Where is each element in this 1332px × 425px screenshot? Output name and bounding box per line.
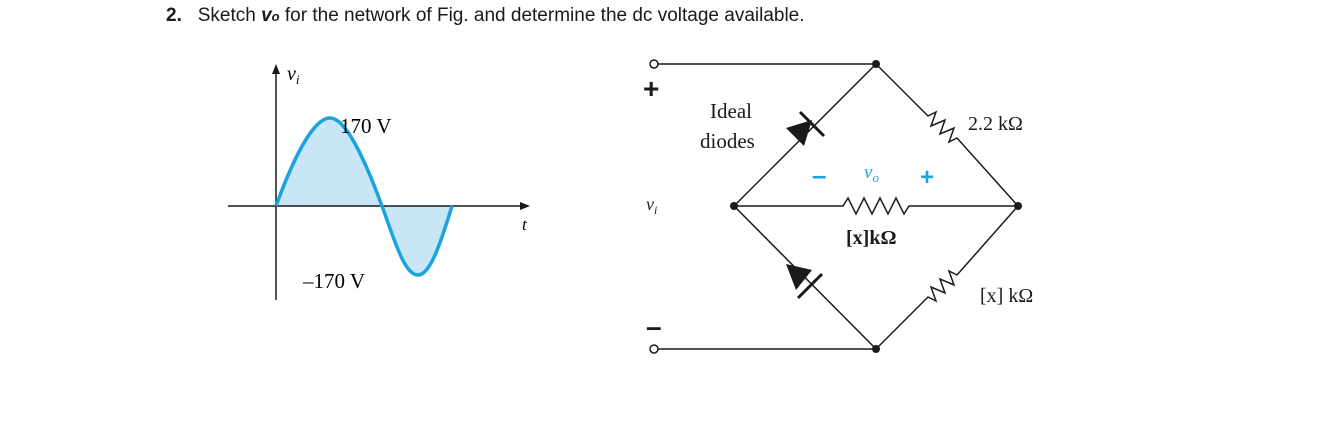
question-text: 2. Sketch vo for the network of Fig. and… [166,5,805,27]
resistor-bottom [875,205,1019,350]
input-voltage-label: vi [646,194,657,217]
question-variable-sub: o [271,9,280,24]
resistor-top [875,63,1019,207]
y-axis-arrow [272,64,280,74]
input-plus-sign: + [643,73,659,104]
x-axis-arrow [520,202,530,210]
peak-label: 170 V [340,114,392,138]
node-left [730,202,738,210]
node-right [1014,202,1022,210]
vo-minus-sign: – [812,160,826,190]
resistor-load [734,196,1018,216]
waveform-negative-fill [382,206,452,275]
input-terminal-top [649,59,659,69]
waveform-positive-fill [276,118,382,206]
resistor-top-label: 2.2 kΩ [968,113,1023,135]
resistor-bottom-label: [x] kΩ [980,285,1033,307]
waveform-curve [274,116,454,277]
trough-label: –170 V [302,269,365,293]
node-top [872,60,880,68]
bridge-circuit [649,59,1019,354]
vo-label: vo [864,162,879,185]
x-axis-label: t [522,215,528,234]
question-number: 2. [166,5,182,26]
input-minus-sign: – [646,311,662,342]
node-bottom [872,345,880,353]
diodes-label-line1: Ideal [710,99,752,123]
vo-plus-sign: + [920,164,934,191]
waveform-graph: vi t 170 V –170 V [228,63,530,300]
diode-top [786,110,826,146]
y-axis-label: vi [287,63,300,87]
diode-bottom [786,264,824,300]
resistor-load-label: [x]kΩ [846,227,896,249]
question-variable: v [261,5,272,26]
question-text-before: Sketch [197,5,256,26]
question-text-after: for the network of Fig. and determine th… [284,5,805,26]
diodes-label-line2: diodes [700,129,755,153]
input-terminal-bottom [649,344,659,354]
